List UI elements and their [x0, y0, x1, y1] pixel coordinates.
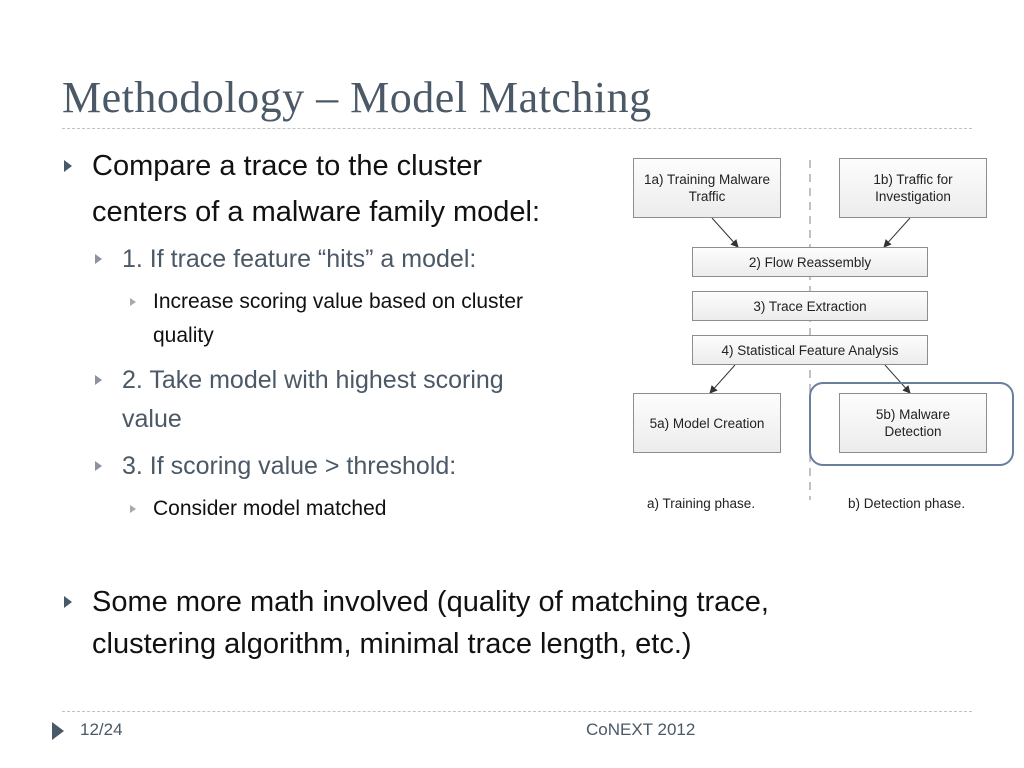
slide-title: Methodology – Model Matching	[62, 73, 652, 122]
bullet-1-line-2: centers of a malware family model:	[92, 196, 541, 228]
highlight-frame	[809, 382, 1014, 466]
sub-bullet-arrow-icon	[95, 375, 102, 385]
caption-detection-phase: b) Detection phase.	[848, 496, 966, 511]
box-3-trace-extraction: 3) Trace Extraction	[692, 291, 928, 321]
arrow-4-to-5a	[709, 364, 736, 394]
box-2-flow-reassembly: 2) Flow Reassembly	[692, 247, 928, 277]
sub-sub-bullet-arrow-icon	[130, 505, 136, 513]
footer-arrow-icon	[52, 722, 64, 740]
arrow-1b-to-2	[883, 217, 911, 248]
bullet-1-3: 3. If scoring value > threshold:	[122, 452, 457, 480]
bullet-1-1: 1. If trace feature “hits” a model:	[122, 245, 477, 273]
footer-divider	[62, 711, 972, 712]
bullet-1-3-1: Consider model matched	[153, 497, 387, 520]
arrow-4-to-5b	[884, 364, 911, 394]
bullet-1-2-line-2: value	[122, 405, 182, 433]
sub-bullet-arrow-icon	[95, 254, 102, 264]
box-4-statistical-feature-analysis: 4) Statistical Feature Analysis	[692, 335, 928, 365]
bullet-1-1-1-line-2: quality	[153, 324, 214, 347]
conference-name: CoNEXT 2012	[586, 720, 696, 739]
bullet-arrow-icon	[64, 160, 72, 172]
arrow-1a-to-2	[711, 217, 739, 248]
bullet-arrow-icon	[64, 596, 72, 608]
caption-training-phase: a) Training phase.	[647, 496, 756, 511]
bullet-1-1-1-line-1: Increase scoring value based on cluster	[153, 290, 524, 313]
bullet-1-2-line-1: 2. Take model with highest scoring	[122, 366, 504, 394]
bullet-2-line-2: clustering algorithm, minimal trace leng…	[92, 628, 692, 660]
bullet-2-line-1: Some more math involved (quality of matc…	[92, 586, 769, 618]
sub-bullet-arrow-icon	[95, 461, 102, 471]
box-5a-model-creation: 5a) Model Creation	[633, 393, 781, 453]
slide-number: 12/24	[80, 720, 123, 739]
bullet-1-line-1: Compare a trace to the cluster	[92, 150, 483, 182]
title-divider	[62, 128, 972, 129]
sub-sub-bullet-arrow-icon	[130, 298, 136, 306]
